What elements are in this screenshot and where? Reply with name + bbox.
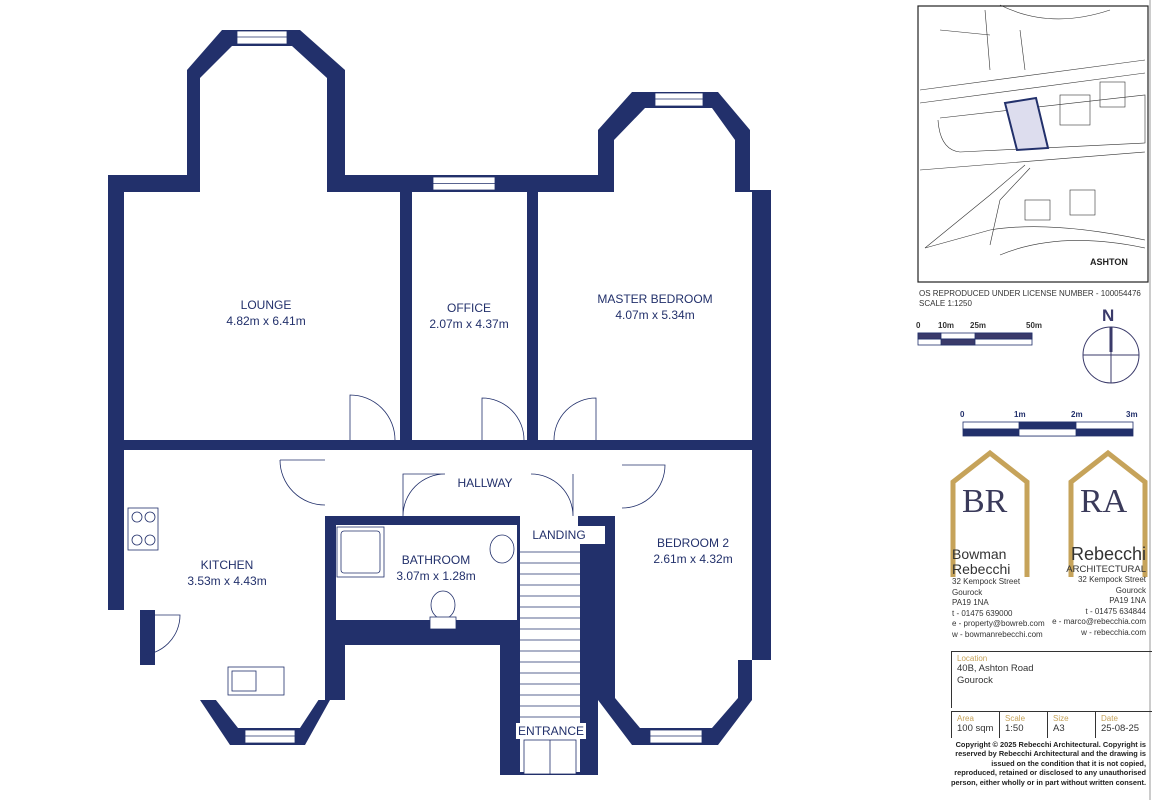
room-name: OFFICE — [447, 301, 491, 315]
plan-scale-tick: 3m — [1126, 410, 1138, 419]
size-value: A3 — [1053, 723, 1065, 734]
room-name: HALLWAY — [457, 476, 513, 490]
room-size: 4.82m x 6.41m — [226, 314, 306, 328]
map-area-label: ASHTON — [1090, 257, 1128, 267]
location-box: Location 40B, Ashton Road Gourock — [951, 651, 1152, 708]
map-scale-tick: 10m — [938, 321, 955, 330]
fixtures — [127, 507, 515, 696]
scale-label: Scale — [1005, 714, 1026, 723]
room-name: MASTER BEDROOM — [597, 292, 713, 306]
room-size: 2.07m x 4.37m — [429, 317, 509, 331]
rooms — [124, 46, 752, 772]
plan-scale-tick: 1m — [1014, 410, 1026, 419]
email-link[interactable]: e - marco@rebecchia.com — [1052, 617, 1146, 626]
kitchen-label: KITCHEN 3.53m x 4.43m — [187, 557, 266, 589]
rebecchi-architectural-logo — [1068, 449, 1148, 577]
stairs — [520, 551, 580, 718]
location-label: Location — [957, 654, 988, 663]
address: Gourock — [1115, 585, 1146, 595]
room-name: LOUNGE — [240, 298, 292, 312]
plan-scale-bar — [962, 421, 1134, 437]
plan-scale-tick: 0 — [960, 410, 965, 419]
landing-label: LANDING — [529, 527, 589, 543]
company-subtitle: ARCHITECTURAL — [1066, 564, 1146, 575]
room-name: BEDROOM 2 — [656, 536, 729, 550]
phone: t - 01475 634844 — [1085, 606, 1147, 616]
location-value: 40B, Ashton Road — [957, 663, 1034, 674]
room-size: 3.07m x 1.28m — [396, 569, 476, 583]
location-value: Gourock — [957, 675, 993, 686]
north-label: N — [1102, 306, 1115, 325]
map-scale-tick: 50m — [1026, 321, 1043, 330]
bathroom-label: BATHROOM 3.07m x 1.28m — [396, 552, 475, 584]
door-swings — [139, 394, 666, 656]
address: PA19 1NA — [1109, 596, 1146, 605]
address: 32 Kempock Street — [952, 577, 1021, 586]
entrance-label: ENTRANCE — [515, 723, 587, 739]
logo-text-br: BR — [962, 483, 1008, 520]
license-text: OS REPRODUCED UNDER LICENSE NUMBER - 100… — [919, 289, 1141, 298]
website-link[interactable]: w - bowmanrebecchi.com — [952, 629, 1043, 639]
website-link[interactable]: w - rebecchia.com — [1081, 627, 1146, 637]
area-value: 100 sqm — [957, 723, 994, 734]
room-size: 3.53m x 4.43m — [187, 574, 267, 588]
map-scale-text: SCALE 1:1250 — [919, 299, 972, 308]
map-scale-tick: 0 — [916, 321, 921, 330]
date-label: Date — [1101, 714, 1118, 723]
lounge-label: LOUNGE 4.82m x 6.41m — [226, 297, 305, 329]
copyright-notice: Copyright © 2025 Rebecchi Architectural.… — [950, 740, 1146, 787]
logo-text-ra: RA — [1080, 483, 1128, 520]
phone: t - 01475 639000 — [952, 608, 1013, 618]
master-bedroom-label: MASTER BEDROOM 4.07m x 5.34m — [597, 291, 712, 323]
bowman-rebecchi-logo — [950, 449, 1030, 577]
toilet-icon — [430, 590, 456, 620]
date-value: 25-08-25 — [1101, 723, 1140, 734]
company-bowman-rebecchi: Bowman Rebecchi 32 Kempock Street Gouroc… — [952, 547, 1045, 640]
size-label: Size — [1053, 714, 1069, 723]
office-label: OFFICE 2.07m x 4.37m — [429, 300, 508, 332]
company-name: Rebecchi — [1070, 544, 1146, 564]
company-name: Bowman — [952, 546, 1007, 562]
room-name: KITCHEN — [200, 558, 254, 572]
north-arrow-icon — [1082, 326, 1140, 384]
scale-value: 1:50 — [1005, 723, 1024, 734]
company-rebecchi-architectural: Rebecchi ARCHITECTURAL 32 Kempock Street… — [1052, 545, 1146, 638]
plan-scale-tick: 2m — [1071, 410, 1083, 419]
room-name: ENTRANCE — [517, 724, 585, 738]
room-size: 4.07m x 5.34m — [615, 308, 695, 322]
basin-icon — [489, 534, 515, 564]
room-name: LANDING — [532, 528, 586, 542]
location-map — [917, 4, 1149, 283]
bedroom2-label: BEDROOM 2 2.61m x 4.32m — [653, 535, 732, 567]
room-name: BATHROOM — [401, 553, 471, 567]
address: Gourock — [952, 587, 983, 597]
map-scale-tick: 25m — [970, 321, 987, 330]
company-name: Rebecchi — [952, 561, 1011, 577]
area-label: Area — [957, 714, 974, 723]
windows — [236, 30, 704, 775]
room-size: 2.61m x 4.32m — [653, 552, 733, 566]
address: 32 Kempock Street — [1077, 575, 1146, 584]
hallway-label: HALLWAY — [457, 475, 512, 491]
address: PA19 1NA — [952, 598, 989, 607]
map-scale-bar — [917, 332, 1033, 346]
email-link[interactable]: e - property@bowreb.com — [952, 619, 1045, 628]
